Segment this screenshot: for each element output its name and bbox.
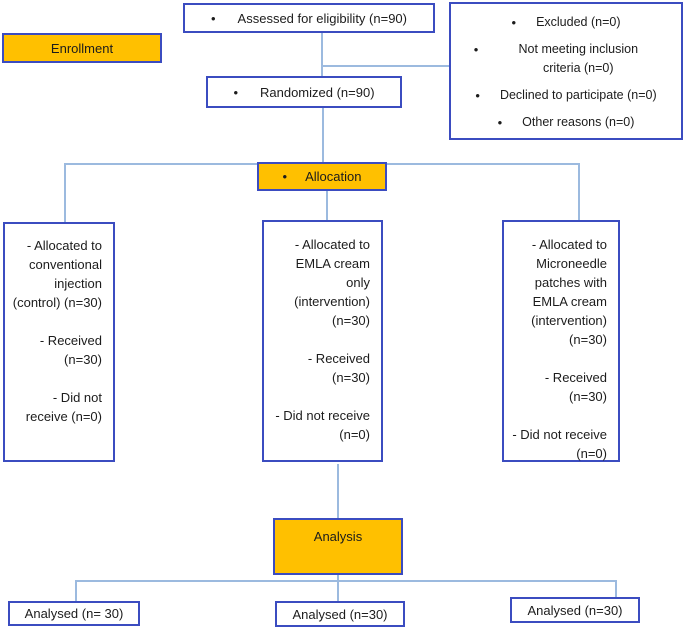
analysed-microneedle-label: Analysed (n=30) (527, 602, 623, 618)
analysed-microneedle-box: Analysed (n=30) (510, 597, 640, 623)
other-reasons-label: Other reasons (n=0) (522, 115, 635, 129)
analysis-label: Analysis (313, 529, 363, 544)
allocation-control-box: - Allocated to conventional injection (c… (3, 222, 115, 462)
analysis-stage-box: Analysis (273, 518, 403, 575)
bullet-icon: • (210, 10, 216, 26)
analysed-emla-label: Analysed (n=30) (292, 606, 388, 622)
excluded-item: • Other reasons (n=0) (457, 113, 675, 132)
enrollment-stage-box: Enrollment (2, 33, 162, 63)
analysed-control-box: Analysed (n= 30) (8, 601, 140, 626)
declined-label: Declined to participate (n=0) (499, 88, 657, 102)
connector-branch-right-analysed (615, 580, 617, 598)
randomized-box: • Randomized (n=90) (206, 76, 402, 108)
excluded-item: • Excluded (n=0) (457, 13, 675, 32)
bullet-icon: • (511, 15, 517, 30)
excluded-box: • Excluded (n=0) • Not meeting inclusion… (449, 2, 683, 140)
excluded-item: • Declined to participate (n=0) (457, 86, 675, 105)
allocation-label: Allocation (305, 169, 362, 184)
connector-allocation-to-middle (326, 190, 328, 221)
bullet-icon: • (473, 42, 479, 57)
analysed-emla-box: Analysed (n=30) (275, 601, 405, 627)
allocation-emla-box: - Allocated to EMLA cream only (interven… (262, 220, 383, 462)
connector-branch-left-analysed (75, 580, 77, 602)
bullet-icon: • (475, 88, 480, 103)
bullet-icon: • (282, 169, 288, 184)
connector-middle-to-analysis (337, 464, 339, 520)
connector-analysis-to-middle-analysed (337, 575, 339, 602)
analysed-control-label: Analysed (n= 30) (24, 606, 124, 621)
connector-branch-left (64, 163, 66, 223)
allocation-stage-box: • Allocation (257, 162, 387, 191)
assessed-eligibility-label: Assessed for eligibility (n=90) (237, 10, 407, 26)
excluded-item: • Not meeting inclusion criteria (n=0) (457, 40, 675, 78)
allocation-microneedle-box: - Allocated to Microneedle patches with … (502, 220, 620, 462)
allocation-emla-text: - Allocated to EMLA cream only (interven… (275, 237, 370, 442)
bullet-icon: • (233, 84, 238, 100)
randomized-label: Randomized (n=90) (260, 84, 375, 100)
bullet-icon: • (497, 115, 503, 130)
assessed-eligibility-box: • Assessed for eligibility (n=90) (183, 3, 435, 33)
connector-randomized-to-allocation (322, 108, 324, 163)
enrollment-label: Enrollment (50, 40, 114, 56)
connector-assessed-to-randomized (321, 33, 323, 77)
excluded-label: Excluded (n=0) (536, 15, 621, 29)
allocation-control-text: - Allocated to conventional injection (c… (12, 238, 102, 424)
connector-analysis-branch (75, 580, 615, 582)
not-meeting-criteria-label: Not meeting inclusion criteria (n=0) (518, 42, 639, 75)
allocation-microneedle-text: - Allocated to Microneedle patches with … (512, 237, 607, 461)
connector-to-excluded (322, 65, 449, 67)
connector-branch-right (578, 163, 580, 221)
